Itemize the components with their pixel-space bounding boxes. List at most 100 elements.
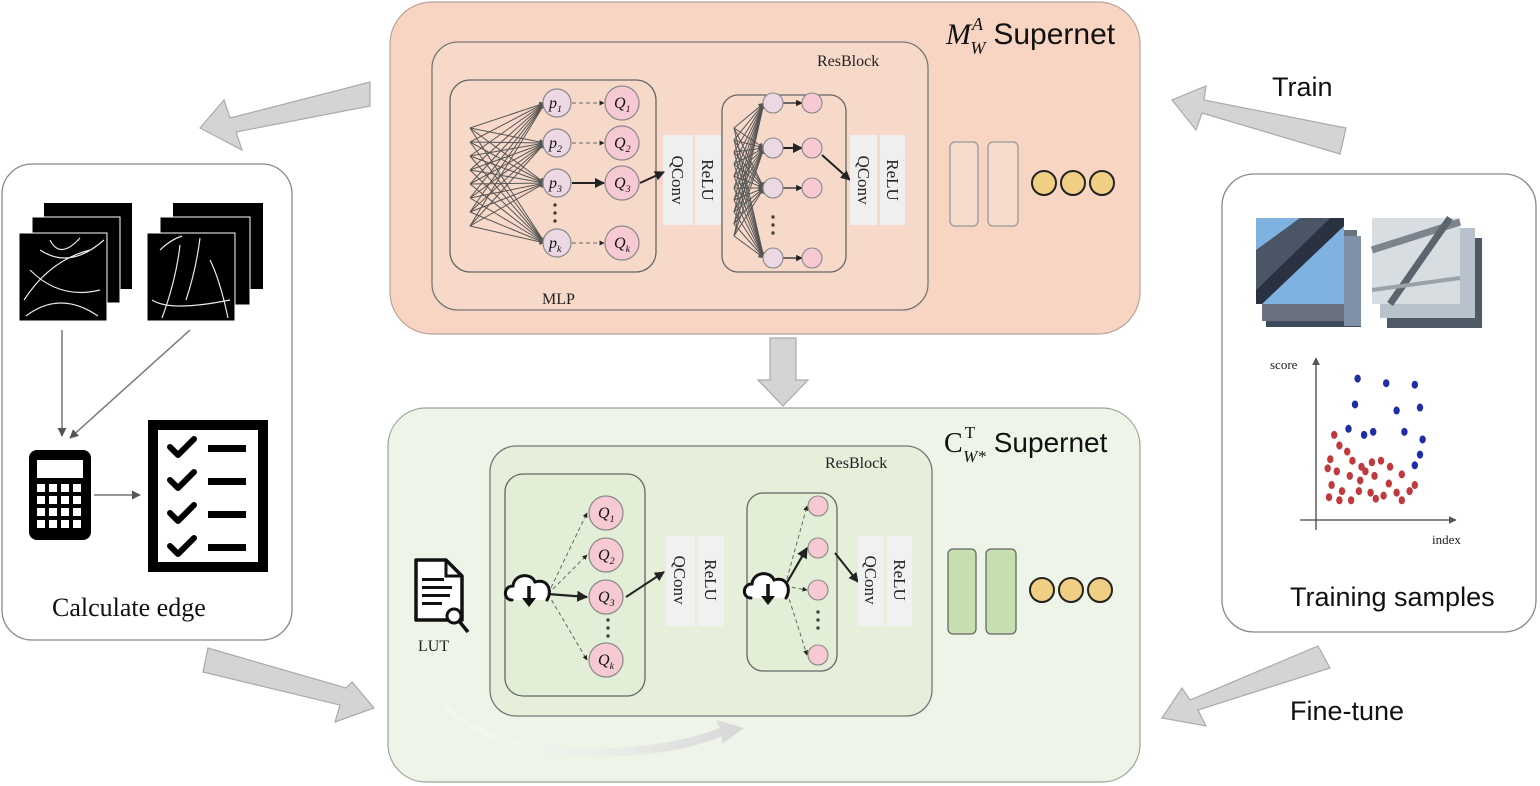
lookup-edge	[547, 593, 588, 661]
scatter-point	[1333, 467, 1341, 476]
scatter-point	[1351, 400, 1359, 409]
sub-edge	[733, 235, 765, 259]
scatter-point	[1327, 455, 1334, 464]
scatter-point	[1411, 481, 1419, 490]
mlp-edge	[469, 102, 546, 143]
finetune-label: Fine-tune	[1290, 696, 1404, 726]
q-node-label: Q1	[598, 505, 615, 525]
sub-node	[762, 247, 784, 269]
q-node	[604, 225, 640, 261]
q-node	[604, 165, 640, 201]
mlp-connections	[469, 100, 605, 246]
mlp-edge	[469, 127, 546, 145]
mlp-edge	[469, 139, 546, 146]
scatter-point	[1411, 380, 1419, 389]
mlp-edge	[469, 182, 546, 227]
bottom-relu-block: ReLU	[698, 536, 724, 626]
bottom-relu-block-2: ReLU	[887, 536, 912, 626]
checklist-icon	[148, 420, 268, 572]
sub-output-node	[801, 247, 823, 269]
sub-edge	[733, 187, 765, 237]
mlp-edge	[469, 211, 546, 244]
scatter-point	[1336, 496, 1343, 505]
sub-edge	[733, 102, 766, 201]
top-layer-bar-2	[987, 141, 1019, 227]
p-node-label: p3	[548, 175, 562, 195]
scatter-point	[1349, 456, 1356, 465]
scatter-point	[1380, 491, 1387, 500]
arrow-top-to-left	[199, 81, 371, 152]
scatter-point	[1416, 403, 1424, 412]
sub-edge	[733, 102, 766, 189]
scatter-point	[1357, 476, 1364, 485]
sample-image-stack-2	[1370, 215, 1482, 328]
vertical-ellipsis	[816, 610, 820, 630]
lut-label: LUT	[418, 638, 449, 655]
lookup-connections	[547, 512, 589, 661]
scatter-point	[1344, 447, 1351, 456]
bottom-arrow-to-qconv2	[834, 552, 859, 583]
q-node	[604, 125, 640, 161]
mlp-edge	[469, 181, 546, 199]
sub-edge	[733, 102, 766, 237]
mlp-edge	[469, 102, 546, 227]
sub-output-node	[801, 92, 823, 114]
mlp-edge	[469, 127, 546, 184]
sub-output-node	[801, 177, 823, 199]
bottom-arrow-to-qconv	[625, 571, 665, 598]
q-node-label: Q3	[614, 175, 631, 195]
cloud-download-icon	[503, 574, 551, 607]
mlp-edge	[469, 102, 546, 171]
vertical-ellipsis	[606, 618, 610, 638]
lookup-nodes-2	[807, 495, 829, 666]
edge-map-stack-2	[146, 203, 263, 322]
bottom-layer-bar-2	[985, 548, 1017, 635]
scatter-point	[1371, 471, 1378, 480]
scatter-point	[1347, 496, 1355, 505]
sub-edge	[733, 147, 765, 201]
mlp-edge	[469, 182, 546, 213]
edge-arrow-2	[69, 329, 191, 439]
sub-edge	[733, 102, 765, 153]
scatter-point	[1377, 456, 1385, 465]
mlp-edge	[469, 180, 546, 187]
p-node	[542, 228, 572, 258]
sub-edge	[733, 163, 766, 259]
mlp-edge	[469, 142, 546, 213]
scatter-point	[1385, 479, 1393, 488]
sub-node	[762, 137, 784, 159]
scatter-point	[1406, 487, 1413, 496]
mlp-edge	[469, 102, 546, 157]
scatter-point	[1398, 470, 1406, 479]
edge-map-stack-1	[18, 203, 132, 322]
top-resblock-label: ResBlock	[817, 53, 879, 70]
svg-text:ReLU: ReLU	[701, 559, 720, 601]
scatter-point	[1331, 430, 1338, 439]
top-relu-block-2: ReLU	[880, 135, 905, 225]
lookup-edge	[784, 585, 809, 656]
scatter-point	[1354, 374, 1361, 383]
scatter-point	[1325, 493, 1333, 502]
vertical-ellipsis	[553, 203, 557, 223]
mlp-edge	[469, 155, 546, 184]
scatter-point	[1355, 487, 1363, 496]
vertical-ellipsis	[771, 215, 775, 235]
lookup-edge	[547, 554, 588, 595]
scatter-point	[1372, 494, 1380, 503]
scatter-point	[1362, 467, 1369, 476]
scatter-point	[1370, 427, 1377, 436]
arrow-finetune	[1160, 645, 1331, 727]
scatter-point	[1345, 424, 1352, 433]
top-mlp-label: MLP	[542, 291, 575, 308]
svg-text:ReLU: ReLU	[883, 159, 902, 201]
svg-text:ReLU: ReLU	[890, 559, 909, 601]
sub-output-node	[807, 644, 829, 666]
scatter-point	[1401, 427, 1408, 436]
